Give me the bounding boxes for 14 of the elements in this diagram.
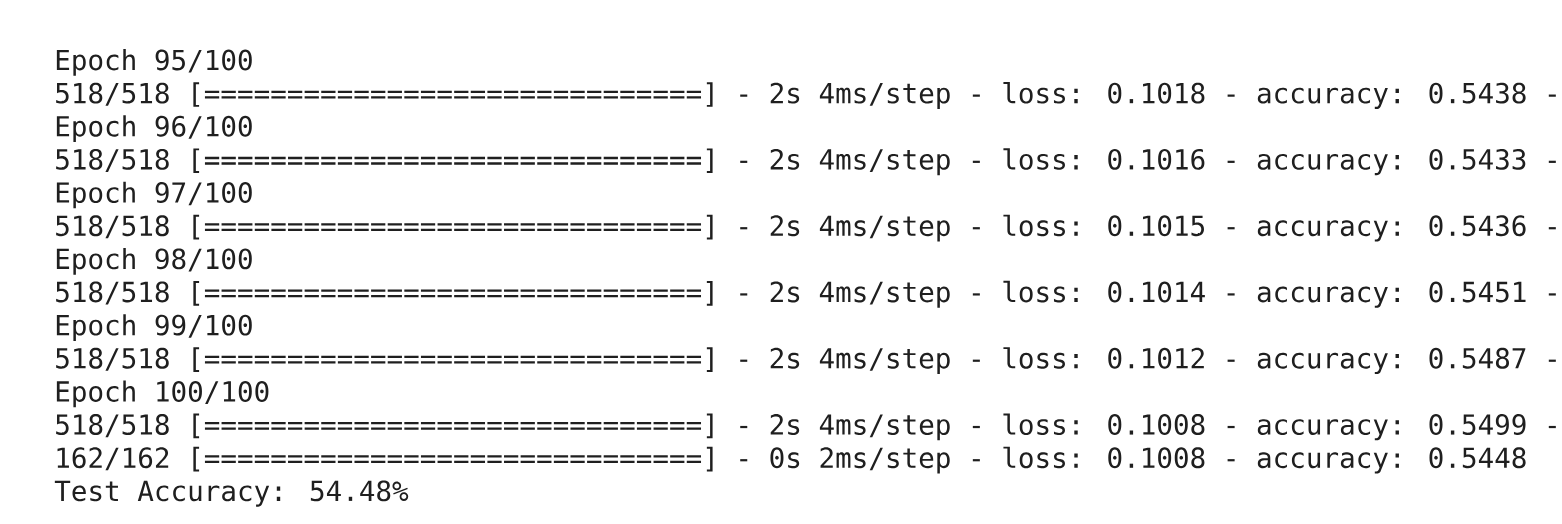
terminal-output-line: Epoch 96/100	[56, 115, 252, 143]
terminal-output-line: Epoch 97/100	[56, 181, 252, 209]
terminal-output-line: Epoch 95/100	[56, 49, 252, 76]
terminal-output-line: 518/518 [==============================] - 2s 4ms/step - loss: 0.1014 - accuracy: 0.5451 -	[56, 280, 1556, 308]
terminal-output-line: 518/518 [==============================] - 2s 4ms/step - loss: 0.1015 - accuracy: 0.5436 -	[56, 214, 1556, 242]
terminal-output-line: 518/518 [==============================] - 2s 4ms/step - loss: 0.1008 - accuracy: 0.5499 -	[56, 413, 1556, 441]
terminal-output-line: 518/518 [==============================] - 2s 4ms/step - loss: 0.1016 - accuracy: 0.5433 -	[56, 148, 1556, 176]
terminal-output-line: 162/162 [==============================] - 0s 2ms/step - loss: 0.1008 - accuracy: 0.5448	[57, 446, 1526, 474]
terminal-output-line: Epoch 99/100	[56, 314, 252, 341]
terminal-output-line: 518/518 [==============================] - 2s 4ms/step - loss: 0.1012 - accuracy: 0.5487 -	[56, 347, 1556, 375]
terminal-output-line: Test Accuracy: 54.48%	[54, 480, 409, 507]
terminal-output-line: 518/518 [==============================] - 2s 4ms/step - loss: 0.1018 - accuracy: 0.5438 -	[56, 82, 1556, 109]
terminal-output-line: Epoch 100/100	[56, 380, 269, 408]
terminal-output-line: Epoch 98/100	[56, 247, 252, 275]
